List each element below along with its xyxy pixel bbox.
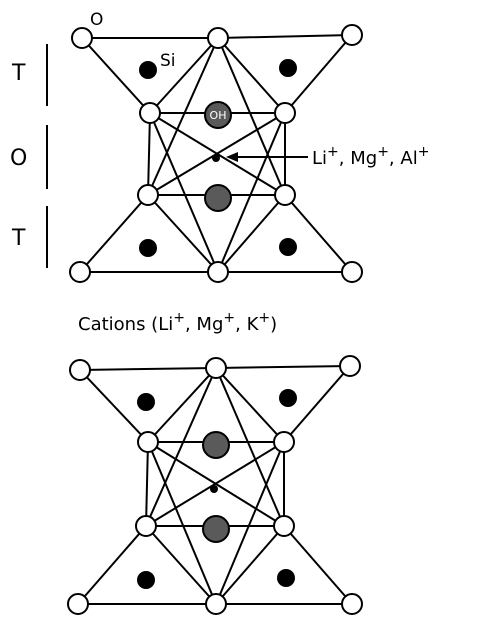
tetrahedron (77, 525, 217, 605)
upper-oxygen-atoms (69, 24, 363, 283)
upper-tot-layer (79, 34, 353, 273)
pointer-arrowhead (226, 152, 238, 162)
oxygen-atom (274, 102, 296, 124)
tetrahedron (79, 367, 217, 443)
tetrahedral-bottom-label: T (11, 226, 26, 251)
tetrahedron (215, 525, 353, 605)
silicon-atom (279, 238, 297, 256)
lower-silicon-atoms (137, 389, 297, 589)
silicon-atom (139, 239, 157, 257)
oxygen-atom (67, 593, 89, 615)
bond (145, 441, 285, 527)
oxygen-atom (135, 515, 157, 537)
tetrahedron (215, 365, 351, 443)
hydroxyl-group (202, 515, 230, 543)
hydroxyl-label: OH (210, 109, 227, 122)
octahedral-label: O (10, 146, 27, 171)
tetrahedron (217, 34, 353, 114)
lower-oxygen-atoms (67, 355, 363, 615)
hydroxyl-group (204, 101, 232, 129)
bond (215, 367, 285, 527)
oxygen-atom (339, 355, 361, 377)
hydroxyl-group (202, 431, 230, 459)
bond (147, 37, 219, 196)
oxygen-atom (273, 515, 295, 537)
silicon-atom (139, 61, 157, 79)
octahedral-cations-label: Li+, Mg+, Al+ (312, 144, 429, 169)
upper-hydroxyl-atoms (204, 101, 232, 212)
silicon-atom (279, 389, 297, 407)
oxygen-atom (205, 357, 227, 379)
lower-hydroxyl-atoms (202, 431, 230, 543)
bond (147, 441, 217, 605)
upper-silicon-atoms (139, 59, 297, 257)
hydroxyl-group (204, 184, 232, 212)
bond (215, 441, 285, 605)
silicon-atom (137, 393, 155, 411)
oxygen-atom (341, 593, 363, 615)
octahedral-cation (210, 485, 218, 493)
bond (145, 367, 217, 527)
bond (149, 112, 219, 273)
silicon-atom (279, 59, 297, 77)
tetrahedron (79, 194, 219, 273)
interlayer-cations-label: Cations (Li+, Mg+, K+) (78, 310, 277, 335)
oxygen-atom (69, 261, 91, 283)
silicon-label: Si (160, 51, 176, 71)
oxygen-atom (137, 184, 159, 206)
bond (217, 37, 286, 196)
oxygen-label: O (90, 10, 103, 30)
oxygen-atom (71, 27, 93, 49)
oxygen-atom (207, 27, 229, 49)
silicon-atom (277, 569, 295, 587)
oxygen-atom (69, 359, 91, 381)
lower-tot-layer (77, 365, 353, 605)
oxygen-atom (207, 261, 229, 283)
bond (217, 112, 286, 273)
oxygen-atom (205, 593, 227, 615)
oxygen-atom (273, 431, 295, 453)
oxygen-atom (139, 102, 161, 124)
oxygen-atom (137, 431, 159, 453)
tetrahedron (81, 37, 219, 114)
oxygen-atom (341, 261, 363, 283)
tetrahedron (217, 194, 353, 273)
bond (147, 112, 286, 196)
oxygen-atom (274, 184, 296, 206)
silicon-atom (137, 571, 155, 589)
tetrahedral-top-label: T (11, 61, 26, 86)
oxygen-atom (341, 24, 363, 46)
octahedral-cation (212, 154, 220, 162)
